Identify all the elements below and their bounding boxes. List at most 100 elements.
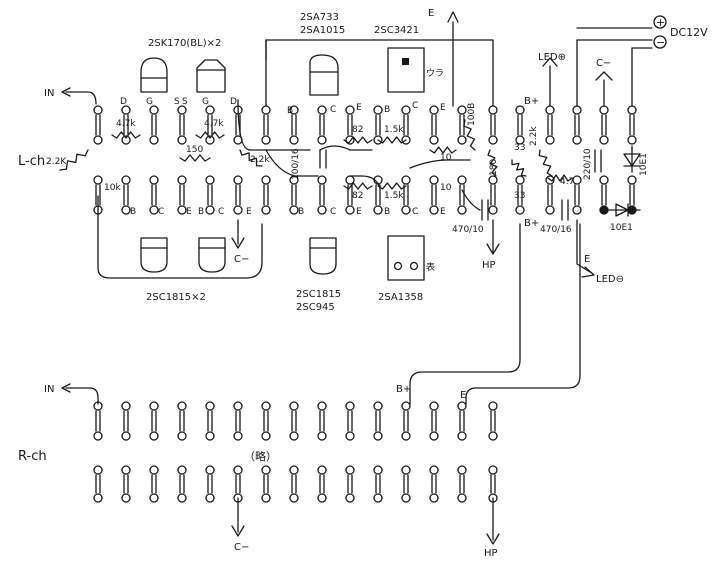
- perfboard-strip: [627, 105, 637, 145]
- perfboard-strip: [121, 175, 131, 215]
- perfboard-strip: [515, 105, 525, 145]
- component-value: 82: [352, 125, 363, 135]
- part-2sc1815x2: 2SC1815×2: [146, 292, 206, 303]
- perfboard-strip: [233, 465, 243, 503]
- pin-label: S: [174, 97, 180, 107]
- perfboard-strip: [317, 465, 327, 503]
- pin-label: B: [130, 207, 136, 217]
- perfboard-strip: [488, 401, 498, 441]
- perfboard-strip: [205, 105, 215, 145]
- component-value: 470/16: [540, 225, 572, 235]
- part-2sa1358: 2SA1358: [378, 292, 423, 303]
- label-led-minus: LED⊖: [596, 274, 624, 285]
- jfet-body-left: [140, 57, 168, 93]
- dc-minus-terminal: [653, 35, 667, 49]
- perfboard-strip: [457, 105, 467, 145]
- perfboard-strip: [457, 401, 467, 441]
- perfboard-strip: [599, 105, 609, 145]
- resistor: [343, 136, 373, 144]
- pin-label: B: [198, 207, 204, 217]
- label-lch: L-ch: [18, 154, 45, 169]
- component-value: 2.2k: [529, 126, 539, 146]
- perfboard-strip: [289, 401, 299, 441]
- perfboard-strip: [345, 401, 355, 441]
- npn-body-mid: [309, 237, 337, 275]
- npn-body-left: [140, 237, 168, 273]
- perfboard-strip: [457, 465, 467, 503]
- perfboard-strip: [373, 175, 383, 215]
- pin-label: B: [384, 207, 390, 217]
- perfboard-strip: [177, 465, 187, 503]
- component-value: 150: [186, 145, 203, 155]
- label-c-minus-left: C−: [234, 254, 249, 265]
- jfet-body-right: [196, 59, 226, 93]
- label-in-right: IN: [44, 384, 54, 395]
- component-value: 180: [489, 159, 499, 176]
- pin-label: E: [440, 207, 446, 217]
- perfboard-strip: [457, 175, 467, 215]
- perfboard-strip: [317, 401, 327, 441]
- perfboard-strip: [373, 401, 383, 441]
- component-value: 10E1: [639, 153, 649, 176]
- pin-label: C: [330, 207, 336, 217]
- label-e-mid: E: [584, 254, 590, 265]
- label-c-minus-right: C−: [234, 542, 249, 553]
- perfboard-strip: [93, 401, 103, 441]
- perfboard-strip: [261, 465, 271, 503]
- perfboard-strip: [149, 105, 159, 145]
- perfboard-strip: [488, 105, 498, 145]
- resistor: [511, 159, 527, 177]
- power-pnp-body: [387, 235, 425, 281]
- pin-label: E: [440, 103, 446, 113]
- pin-label: C: [412, 207, 418, 217]
- npn-body-right: [198, 237, 226, 273]
- perfboard-strip: [488, 465, 498, 503]
- perfboard-strip: [149, 465, 159, 503]
- part-2sk170: 2SK170(BL)×2: [148, 38, 221, 49]
- label-omote: 表: [426, 261, 435, 273]
- label-c-minus-top: C−: [596, 58, 611, 69]
- perfboard-strip: [429, 401, 439, 441]
- perfboard-strip: [205, 401, 215, 441]
- perfboard-strip: [545, 175, 555, 215]
- label-e-top: E: [428, 8, 434, 19]
- label-omit: （略）: [244, 449, 277, 463]
- part-2sa733: 2SA733: [300, 12, 339, 23]
- label-dc12v: DC12V: [670, 26, 708, 39]
- perfboard-strip: [121, 105, 131, 145]
- perfboard-strip: [429, 465, 439, 503]
- resistor: [547, 174, 573, 182]
- perfboard-strip: [205, 175, 215, 215]
- labels: L-ch R-ch IN IN E DC12V + − LED⊕ LED⊖ C−…: [18, 8, 708, 559]
- component-value: 2.2k: [250, 155, 270, 165]
- perfboard-strip: [317, 105, 327, 145]
- pin-label: B: [384, 105, 390, 115]
- resistor: [111, 131, 141, 139]
- component-value: 82: [352, 191, 363, 201]
- perfboard-strip: [233, 401, 243, 441]
- label-led-plus: LED⊕: [538, 52, 566, 63]
- pin-label: E: [186, 207, 192, 217]
- resistor: [179, 154, 211, 162]
- pin-label: D: [230, 97, 237, 107]
- perfboard-strip: [429, 105, 439, 145]
- component-value: 220/10: [583, 148, 593, 180]
- perfboard-strip: [233, 175, 243, 215]
- perfboard-strip: [289, 465, 299, 503]
- component-value: 1.5k: [384, 125, 404, 135]
- label-minus: −: [656, 36, 665, 49]
- part-2sc3421: 2SC3421: [374, 25, 419, 36]
- resistor: [487, 149, 498, 177]
- perfboard-strip: [572, 175, 582, 215]
- perfboard-strip: [401, 105, 411, 145]
- component-value: 1.5k: [384, 191, 404, 201]
- pin-label: B: [287, 106, 293, 116]
- pin-label: E: [356, 207, 362, 217]
- pin-label: C: [412, 101, 418, 111]
- wiring: [61, 11, 667, 545]
- component-value: 10k: [104, 183, 121, 193]
- resistor: [59, 149, 89, 171]
- perfboard-strip: [345, 105, 355, 145]
